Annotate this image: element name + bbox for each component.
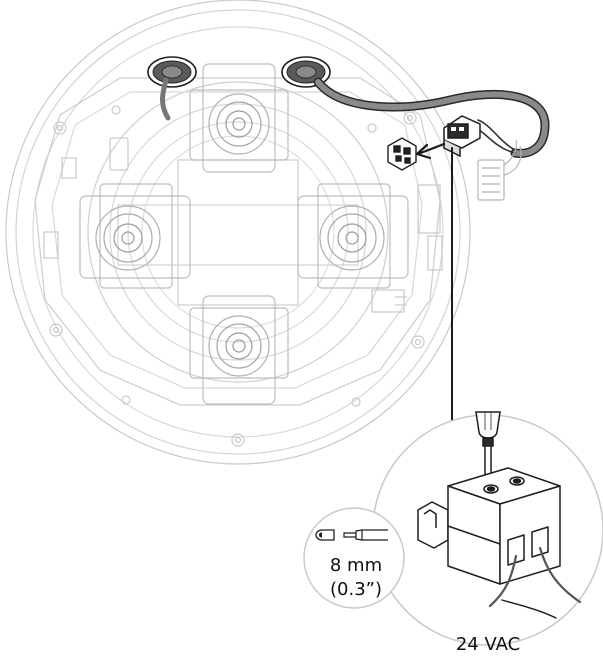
- strip-length-inset: 8 mm (0.3”): [303, 507, 405, 609]
- lens-module-left: [79, 183, 191, 289]
- ferrule-icon: [315, 529, 335, 541]
- insert-arrow-icon: [415, 142, 446, 160]
- lens-module-bottom: [189, 295, 289, 405]
- strip-length-text: 8 mm: [330, 555, 382, 576]
- camera-housing: [5, 0, 471, 465]
- lens-modules: [79, 63, 409, 405]
- lens-module-top: [189, 63, 289, 173]
- housing-outer-ring: [5, 0, 471, 465]
- cable-gland-left: [147, 56, 197, 121]
- cable-gland-right: [281, 56, 331, 88]
- terminal-detail: [372, 411, 603, 646]
- strip-length-inch-text: (0.3”): [330, 579, 382, 600]
- power-plug: [443, 115, 481, 158]
- screwdriver-icon: [475, 411, 501, 487]
- power-label: 24 VAC: [456, 634, 520, 655]
- lens-module-right: [297, 183, 409, 289]
- board-receptacle: [387, 137, 417, 171]
- auxiliary-connector: [477, 139, 522, 201]
- stripped-wire-icon: [343, 529, 388, 541]
- terminal-wires: [488, 546, 582, 619]
